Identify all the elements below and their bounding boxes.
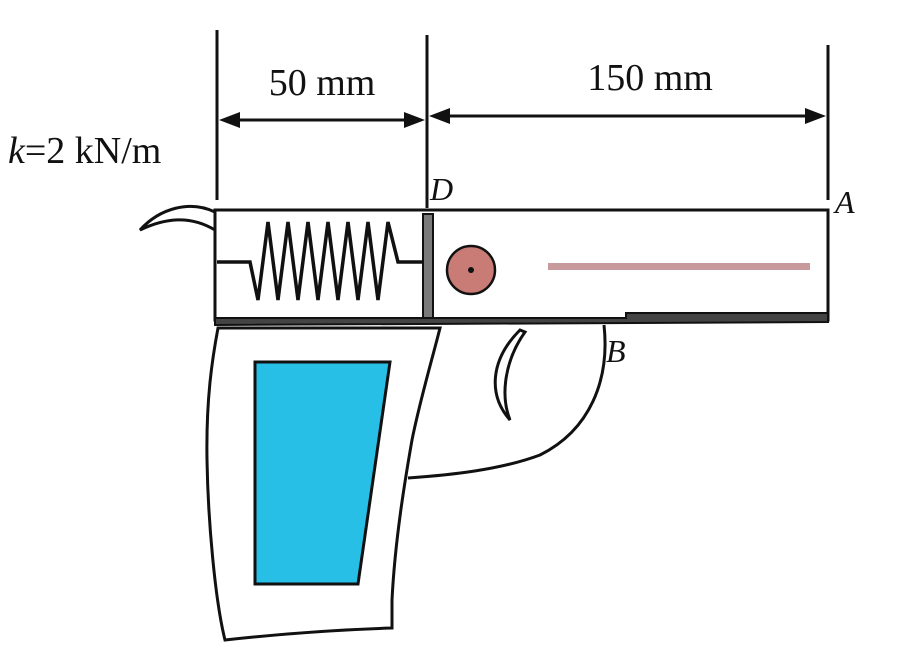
dimension-label-right: 150 mm	[587, 57, 713, 99]
barrel-bottom-rail	[214, 312, 829, 327]
magazine-window	[253, 360, 392, 586]
point-label-A: A	[833, 184, 855, 220]
hammer-hook	[138, 204, 216, 232]
ball-center-dot	[468, 267, 474, 273]
spring-constant-symbol: k	[8, 130, 26, 172]
plunger-plate-D	[422, 213, 434, 319]
dimension-arrow-left	[219, 112, 425, 128]
spring-constant-value: =2 kN/m	[25, 130, 162, 172]
trigger	[493, 328, 528, 421]
point-label-D: D	[429, 171, 453, 207]
dimension-arrow-right	[429, 108, 826, 124]
spring	[217, 221, 422, 301]
dimension-label-left: 50 mm	[269, 62, 376, 104]
trigger-guard	[407, 324, 607, 480]
dimension-extension-lines	[215, 30, 830, 208]
point-label-B: B	[606, 333, 626, 369]
barrel-rod	[548, 263, 810, 270]
spring-constant-label: k=2 kN/m	[8, 130, 161, 172]
